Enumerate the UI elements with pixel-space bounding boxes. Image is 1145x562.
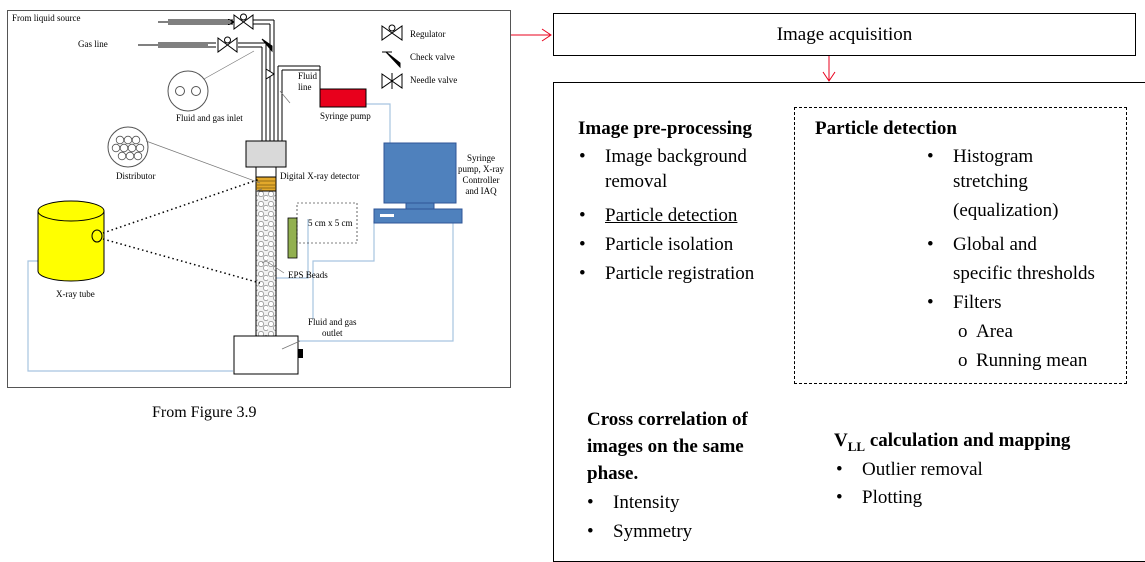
- column-neck: [255, 166, 277, 178]
- needle-valve-line: [265, 68, 275, 80]
- distributor-layer: [255, 176, 277, 192]
- xray-tube-label: X-ray tube: [56, 289, 95, 299]
- fluid-gas-inlet-label: Fluid and gas inlet: [176, 113, 243, 123]
- cross-item: Intensity: [587, 491, 679, 514]
- detection-subitem: Area: [958, 320, 1013, 343]
- outlet-nozzle: [298, 349, 303, 358]
- gas-line: [138, 42, 267, 141]
- gas-line-label: Gas line: [78, 39, 108, 49]
- computer-icon: [373, 142, 463, 224]
- liquid-source-label: From liquid source: [12, 13, 81, 23]
- inlet-cap: [245, 140, 287, 168]
- legend-needle-valve-label: Needle valve: [410, 75, 458, 85]
- detection-item: Global and: [927, 233, 1037, 256]
- xray-tube: [37, 200, 105, 282]
- detection-title: Particle detection: [815, 118, 957, 139]
- tubing-lines: [27, 103, 454, 372]
- detection-item: Filters: [927, 291, 1001, 314]
- cross-title-line: phase.: [587, 463, 639, 484]
- regulator-valve-gas: [217, 36, 238, 53]
- legend-check-valve-label: Check valve: [410, 52, 455, 62]
- vll-title: VLL calculation and mapping: [834, 430, 1071, 454]
- legend-regulator-label: Regulator: [410, 29, 446, 39]
- image-acquisition-box: Image acquisition: [553, 13, 1136, 56]
- detection-item-cont: (equalization): [953, 200, 1059, 221]
- legend-check-valve-symbol: [382, 51, 401, 69]
- cross-item: Symmetry: [587, 520, 692, 543]
- preprocessing-item: Particle registration: [579, 262, 754, 285]
- cross-title-line: images on the same: [587, 436, 744, 457]
- xray-detector: [287, 217, 298, 259]
- fluid-line: [277, 65, 321, 141]
- fluid-line-label: Fluid line: [298, 71, 318, 92]
- xray-detector-label: Digital X-ray detector: [280, 171, 360, 181]
- controller-label: Syringe pump, X-ray Controller and IAQ: [458, 153, 504, 196]
- syringe-pump-box: [319, 88, 367, 108]
- legend-regulator-symbol: [381, 24, 403, 41]
- eps-beads-label: EPS Beads: [288, 270, 328, 280]
- preprocessing-title: Image pre-processing: [578, 118, 752, 139]
- particle-detection-box: [794, 107, 1127, 384]
- syringe-pump-label: Syringe pump: [320, 111, 371, 121]
- vll-item: Outlier removal: [836, 458, 983, 481]
- legend-needle-valve-symbol: [381, 73, 403, 89]
- check-valve-line: [261, 38, 273, 53]
- detection-item-cont: stretching: [953, 171, 1028, 192]
- liquid-source-line: [158, 20, 275, 141]
- preprocessing-item-cont: removal: [605, 171, 668, 192]
- detection-subitem: Running mean: [958, 349, 1087, 372]
- eps-bead-column: [255, 190, 277, 337]
- detection-item-cont: specific thresholds: [953, 263, 1095, 284]
- cross-title-line: Cross correlation of: [587, 409, 748, 430]
- experimental-setup-schematic: From liquid source Gas line Fluid line F…: [7, 10, 511, 388]
- size-label: 5 cm x 5 cm: [308, 218, 353, 228]
- inlet-circle-icon: [167, 70, 209, 112]
- schematic-drawing: [27, 13, 463, 375]
- image-acquisition-label: Image acquisition: [776, 24, 913, 45]
- distributor-label: Distributor: [116, 171, 156, 181]
- preprocessing-item: Image background: [579, 145, 747, 168]
- regulator-valve-top: [233, 13, 254, 30]
- fluid-gas-outlet-label: Fluid and gas outlet: [308, 317, 357, 338]
- outlet-base: [233, 335, 299, 375]
- figure-caption: From Figure 3.9: [152, 404, 257, 421]
- preprocessing-item: Particle detection: [579, 204, 738, 227]
- preprocessing-item: Particle isolation: [579, 233, 733, 256]
- vll-item: Plotting: [836, 486, 922, 509]
- detection-item: Histogram: [927, 145, 1033, 168]
